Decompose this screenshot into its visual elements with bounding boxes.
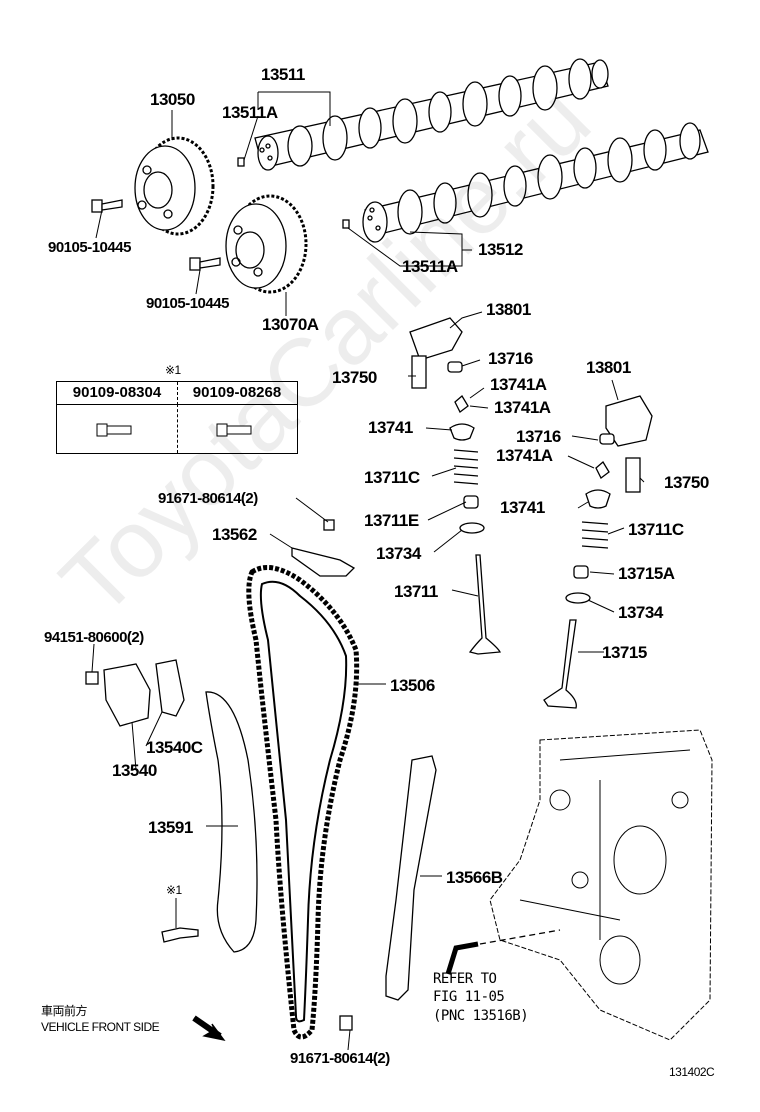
washer-13734-b: [565, 592, 591, 604]
alt-part-1: 90109-08304: [57, 382, 178, 405]
front-label-en: VEHICLE FRONT SIDE: [41, 1020, 160, 1034]
retainer-13741-b: [585, 489, 611, 509]
seat-13715A: [573, 565, 589, 579]
valve-13711: [468, 554, 502, 655]
label-13511: 13511: [261, 65, 305, 84]
pin-13511A-top: [237, 157, 245, 167]
label-13711: 13711: [394, 582, 438, 601]
engine-block: [489, 729, 713, 1041]
alt-part-2: 90109-08268: [177, 382, 297, 405]
slipper-13591: [205, 691, 258, 953]
washer-13734-a: [459, 522, 485, 534]
nut-94151: [85, 671, 99, 685]
alt-bolt-icons: [96, 423, 252, 437]
lash-adjuster-13750-b: [625, 457, 641, 493]
label-13506: 13506: [390, 676, 435, 695]
refer-line-2: FIG 11-05: [433, 989, 505, 1005]
bolt-note-1: [161, 927, 199, 943]
label-13716-b: 13716: [516, 427, 561, 446]
bolt-91671-bottom: [339, 1015, 353, 1031]
label-13750-b: 13750: [664, 473, 709, 492]
label-13511A-top: 13511A: [222, 103, 278, 122]
spring-13711C-b: [581, 521, 609, 549]
keeper-13741A-b: [595, 461, 610, 479]
label-13801-a: 13801: [486, 300, 531, 319]
label-90105-b: 90105-10445: [146, 295, 229, 312]
box-divider: [177, 404, 178, 453]
label-13050: 13050: [150, 90, 195, 109]
bracket-13562: [291, 547, 356, 577]
label-13540: 13540: [112, 761, 157, 780]
label-94151: 94151-80600(2): [44, 629, 144, 646]
label-13750-a: 13750: [332, 368, 377, 387]
label-13741-b: 13741: [500, 498, 545, 517]
label-13511A-bottom: 13511A: [402, 257, 458, 276]
bolt-90105-a: [91, 199, 123, 213]
timing-chain-inner: [259, 580, 348, 1023]
retainer-13741-a: [449, 423, 475, 441]
label-13741A-1: 13741A: [490, 375, 547, 394]
label-13734-b: 13734: [618, 603, 663, 622]
note-mark-box: ※1: [165, 363, 181, 377]
label-13741-a: 13741: [368, 418, 413, 437]
valve-13715: [543, 619, 577, 709]
spring-13711C-a: [453, 449, 479, 485]
valve-cap-13716-a: [447, 361, 463, 373]
rocker-arm-13801-b: [605, 395, 653, 447]
label-13711E: 13711E: [364, 511, 419, 530]
keeper-13741A-a: [454, 395, 469, 413]
label-13741A-3: 13741A: [496, 446, 553, 465]
refer-line-3: (PNC 13516B): [433, 1008, 529, 1024]
sprocket-13070A: [225, 194, 308, 294]
label-13715: 13715: [602, 643, 647, 662]
camshaft-13511: [254, 58, 609, 171]
label-91671-top: 91671-80614(2): [158, 490, 258, 507]
tensioner-13540: [103, 663, 151, 727]
label-13715A: 13715A: [618, 564, 675, 583]
pipe-dash: [479, 929, 561, 945]
damper-13566B: [385, 755, 437, 1001]
camshaft-13512: [362, 122, 709, 243]
label-13711C-a: 13711C: [364, 468, 420, 487]
label-13801-b: 13801: [586, 358, 631, 377]
rocker-arm-13801-a: [409, 317, 463, 361]
label-13562: 13562: [212, 525, 257, 544]
gasket-13540C: [155, 659, 185, 717]
label-13716-a: 13716: [488, 349, 533, 368]
refer-line-1: REFER TO: [433, 971, 497, 987]
label-13734-a: 13734: [376, 544, 421, 563]
label-13512: 13512: [478, 240, 523, 259]
front-arrow-shaft: [192, 1015, 222, 1039]
timing-chain-13506: [246, 565, 360, 1040]
lash-adjuster-13750-a: [411, 355, 427, 389]
label-13741A-2: 13741A: [494, 398, 551, 417]
pin-13511A-bottom: [342, 219, 350, 229]
bolt-91671-top: [323, 519, 335, 531]
front-label-jp: 車両前方: [41, 1004, 88, 1018]
alt-parts-box: 90109-08304 90109-08268: [56, 381, 298, 454]
figure-code: 131402C: [669, 1065, 715, 1079]
bolt-90105-b: [189, 257, 221, 271]
oil-pipe: [445, 941, 479, 975]
label-13540C: 13540C: [146, 738, 203, 757]
note-mark-bolt: ※1: [166, 883, 182, 897]
label-13566B: 13566B: [446, 868, 503, 887]
label-13711C-b: 13711C: [628, 520, 684, 539]
label-90105-a: 90105-10445: [48, 239, 131, 256]
seat-13711E: [463, 495, 479, 509]
label-91671-bottom: 91671-80614(2): [290, 1050, 390, 1067]
valve-cap-13716-b: [599, 433, 615, 445]
label-13070A: 13070A: [262, 315, 319, 334]
sprocket-13050: [134, 136, 215, 236]
leader-lines: [91, 91, 645, 1051]
label-13591: 13591: [148, 818, 193, 837]
